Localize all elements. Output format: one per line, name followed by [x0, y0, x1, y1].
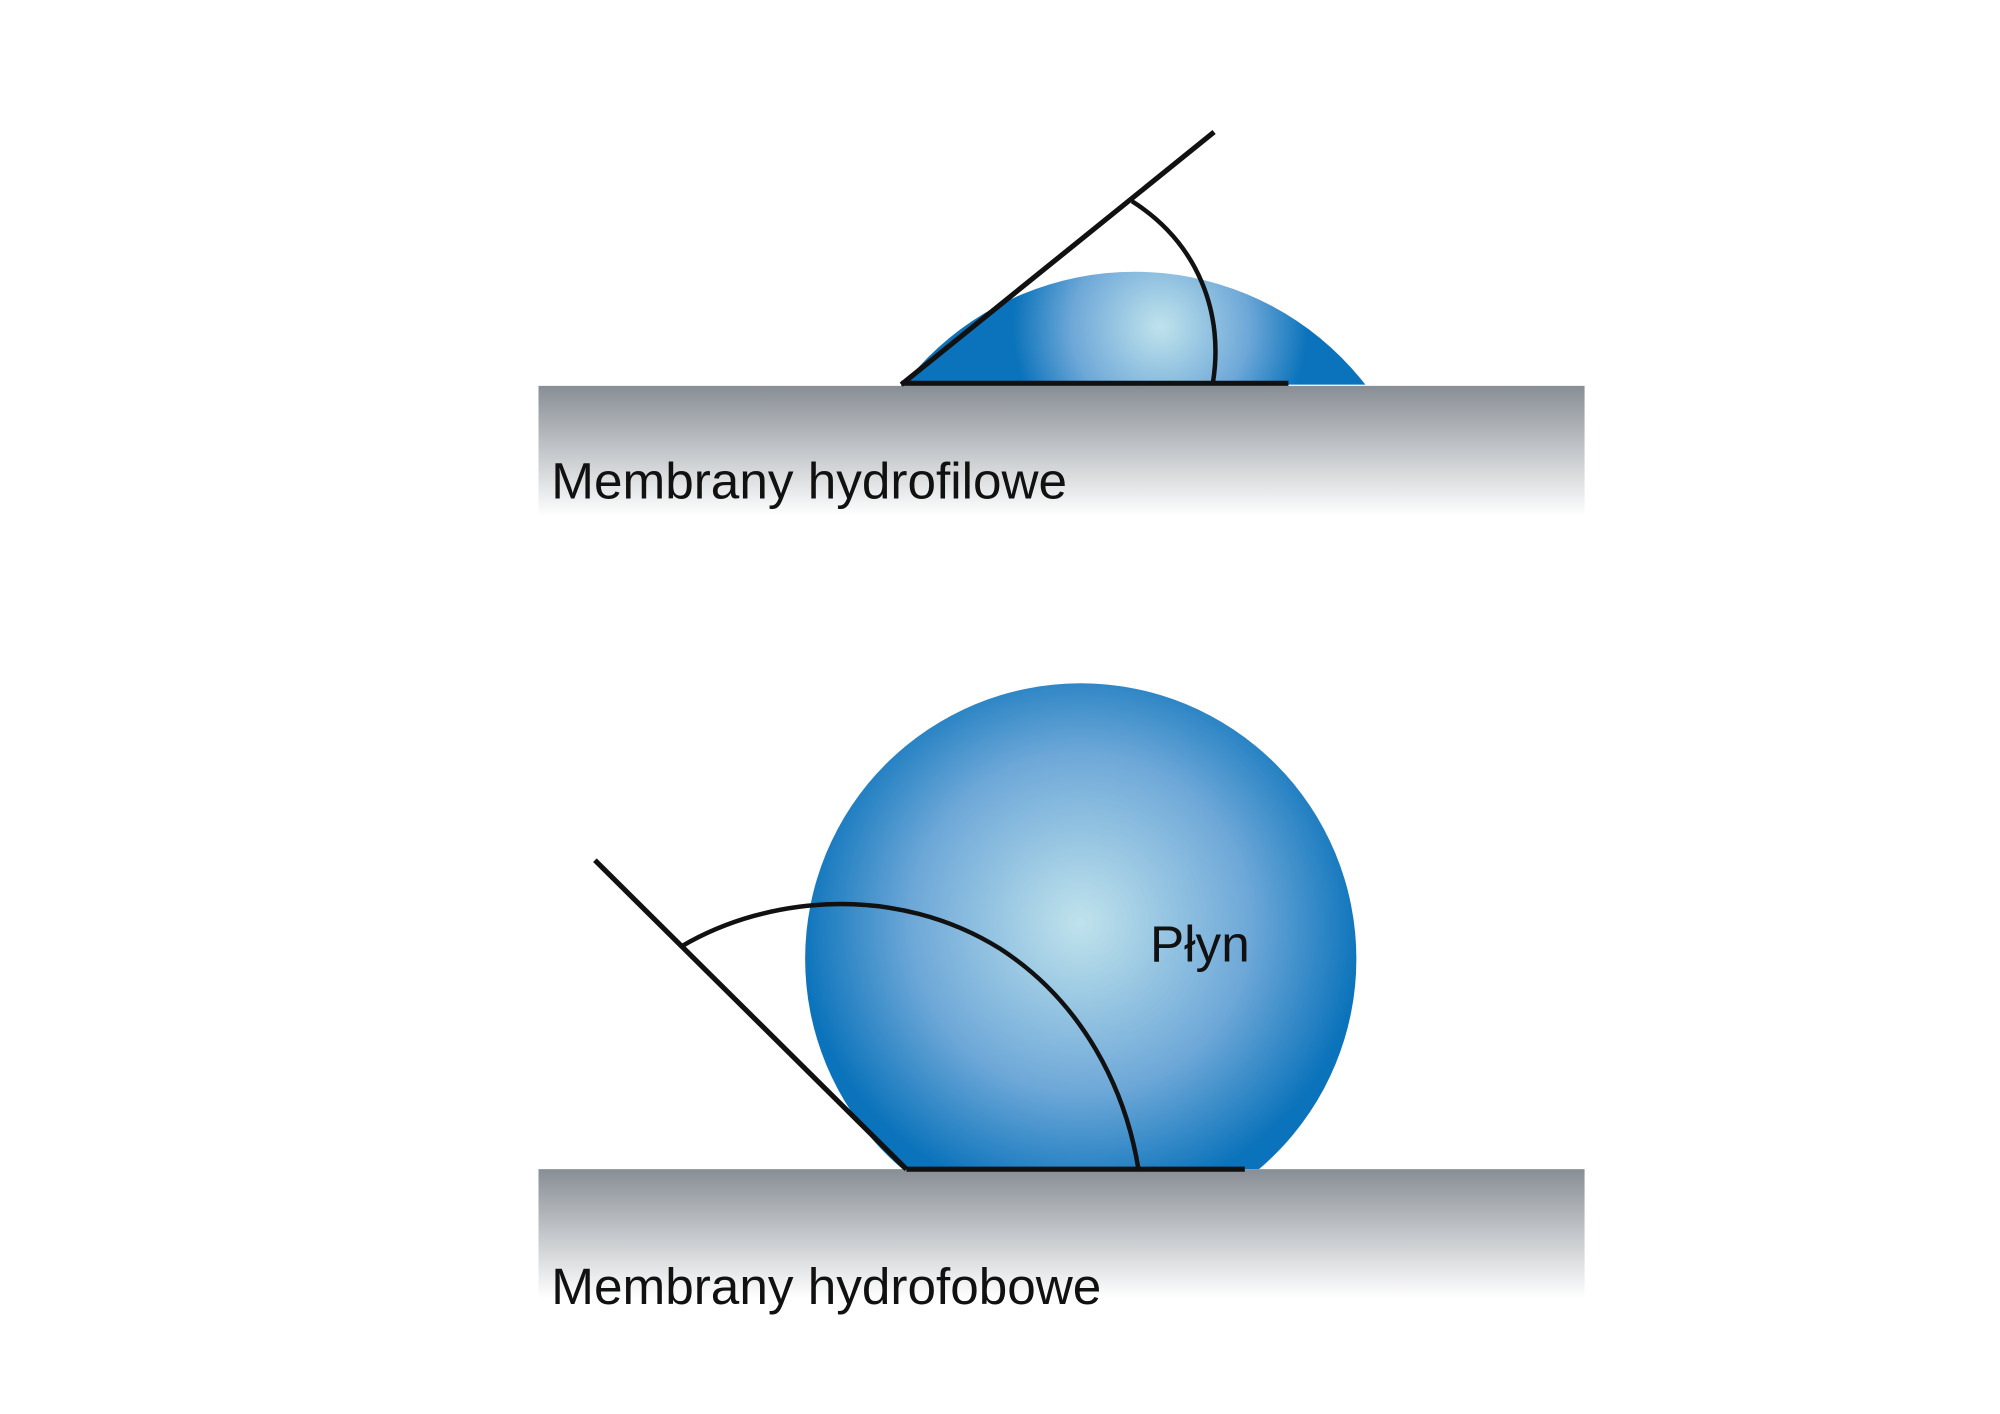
hydrophobic-label: Membrany hydrofobowe: [551, 1258, 1101, 1315]
contact-angle-arc: [680, 901, 1141, 1170]
hydrophilic-label: Membrany hydrofilowe: [551, 453, 1067, 510]
tangent-line: [899, 130, 1216, 387]
hydrophilic-panel: Membrany hydrofilowe: [538, 130, 1585, 517]
liquid-label: Płyn: [1150, 915, 1250, 972]
tangent-line: [593, 858, 909, 1171]
liquid-drop-flat: [903, 271, 1366, 385]
membrane-surface: [538, 1169, 1585, 1299]
contact-angle-arc: [1130, 199, 1218, 384]
hydrophobic-panel: Płyn Membrany hydrofobowe: [538, 683, 1585, 1315]
membrane-surface: [538, 385, 1585, 517]
liquid-drop-round: [805, 683, 1357, 1170]
